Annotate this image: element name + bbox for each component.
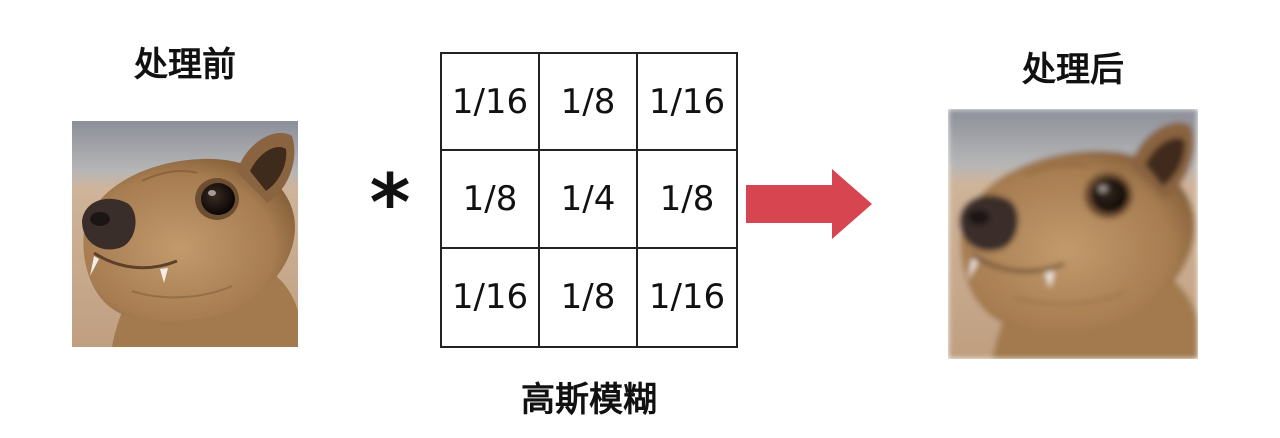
kernel-cell: 1/16 bbox=[442, 248, 540, 346]
kernel-cell: 1/16 bbox=[638, 54, 736, 152]
kernel-cell: 1/16 bbox=[648, 277, 726, 318]
kernel-cell: 1/8 bbox=[540, 248, 638, 346]
before-title: 处理前 bbox=[134, 45, 236, 85]
original-photo bbox=[72, 121, 298, 347]
kernel-cell: 1/16 bbox=[442, 54, 540, 152]
blurred-photo bbox=[948, 109, 1198, 359]
gaussian-kernel-grid: 1/16 1/8 1/16 1/8 1/4 1/8 1/16 1/8 1/16 bbox=[440, 52, 738, 348]
right-arrow-icon bbox=[746, 169, 872, 239]
kernel-cell: 1/8 bbox=[442, 151, 540, 249]
kernel-cell: 1/4 bbox=[540, 151, 638, 249]
after-title: 处理后 bbox=[1022, 50, 1124, 90]
kernel-caption: 高斯模糊 bbox=[521, 380, 657, 420]
kernel-cell: 1/8 bbox=[638, 151, 736, 249]
convolution-operator-icon: * bbox=[369, 159, 411, 249]
kernel-cell: 1/8 bbox=[540, 54, 638, 152]
